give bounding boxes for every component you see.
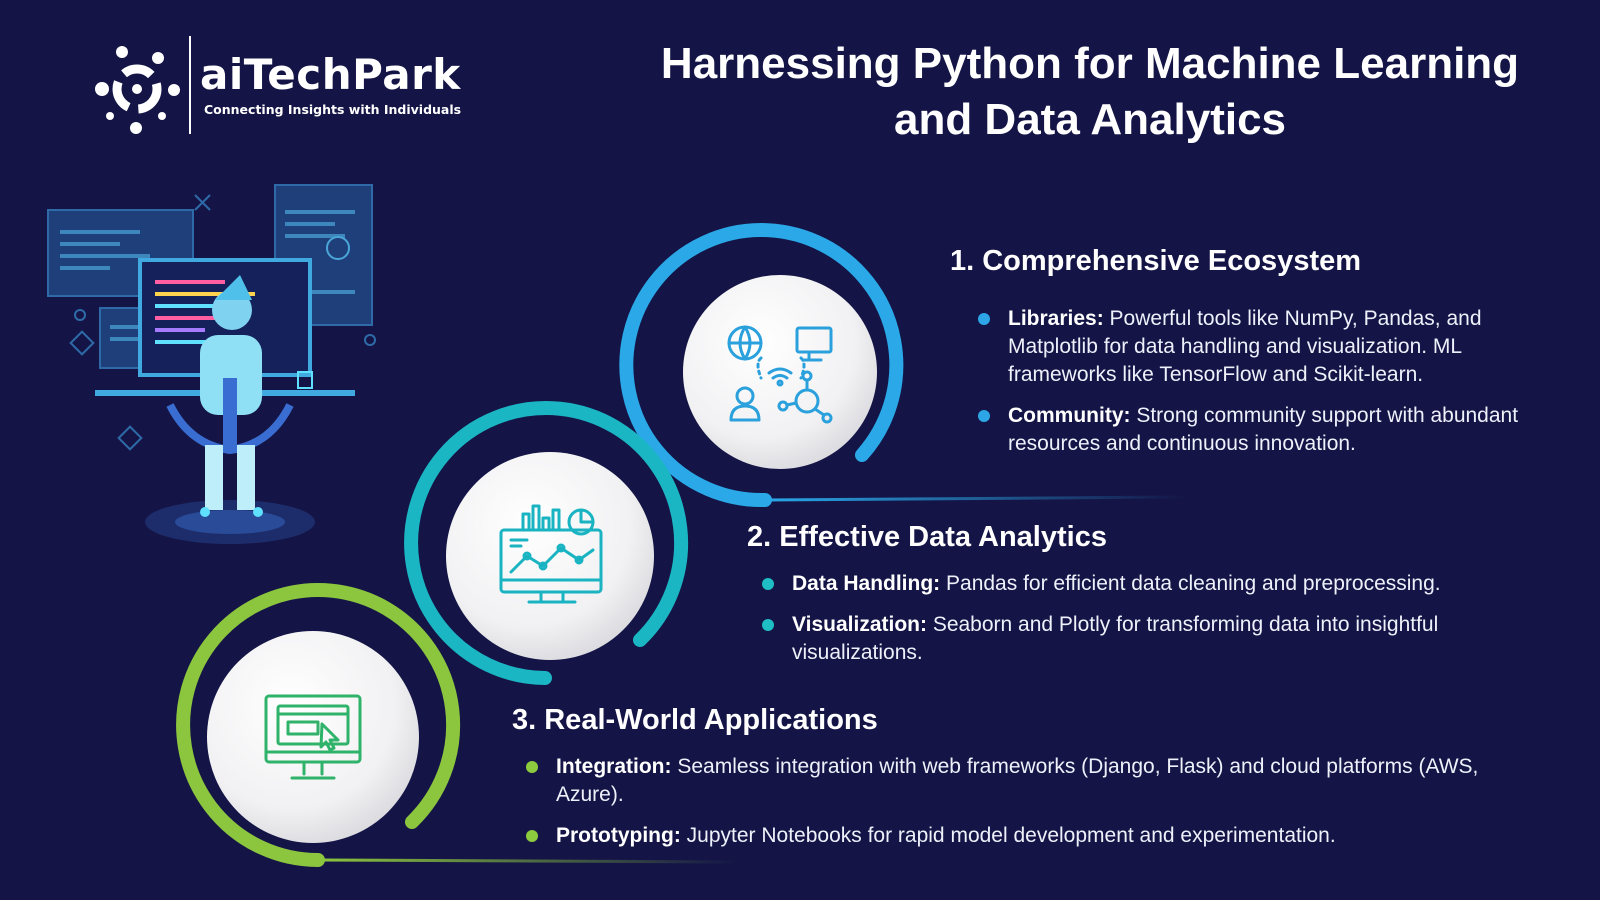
bullet-term: Visualization: <box>792 613 927 636</box>
list-item: Visualization: Seaborn and Plotly for tr… <box>762 611 1522 667</box>
list-item: Data Handling: Pandas for efficient data… <box>762 570 1522 598</box>
logo-divider <box>189 36 191 134</box>
section-2-heading: 2. Effective Data Analytics <box>747 521 1107 553</box>
bullet-term: Integration: <box>556 755 672 778</box>
bullet-text: Jupyter Notebooks for rapid model develo… <box>680 824 1336 847</box>
developer-at-desk-illustration <box>47 184 376 544</box>
list-item: Integration: Seamless integration with w… <box>526 753 1526 809</box>
aitechpark-logo-icon <box>95 46 180 134</box>
list-item: Community: Strong community support with… <box>978 402 1538 458</box>
bullet-dot <box>762 578 774 590</box>
bullet-term: Prototyping: <box>556 824 681 847</box>
bullet-term: Libraries: <box>1008 307 1104 330</box>
title-line-1: Harnessing Python for Machine Learning <box>660 39 1520 88</box>
bullet-term: Data Handling: <box>792 572 941 595</box>
bullet-text: Seamless integration with web frameworks… <box>556 755 1479 806</box>
bullet-text: Powerful tools like NumPy, Pandas, and M… <box>1008 307 1482 386</box>
section-1-bullets: Libraries: Powerful tools like NumPy, Pa… <box>978 305 1538 471</box>
section-2-bullets: Data Handling: Pandas for efficient data… <box>762 570 1522 680</box>
page-title: Harnessing Python for Machine Learning a… <box>610 36 1570 148</box>
brand-name: aiTechPark <box>200 50 461 99</box>
list-item: Prototyping: Jupyter Notebooks for rapid… <box>526 822 1526 850</box>
section-3-heading: 3. Real-World Applications <box>512 704 878 736</box>
network-devices-icon <box>727 325 833 424</box>
bullet-text: Strong community support with abundant r… <box>1008 404 1519 455</box>
bullet-dot <box>762 619 774 631</box>
section-3-bullets: Integration: Seamless integration with w… <box>526 753 1526 863</box>
title-line-2: and Data Analytics <box>893 95 1287 144</box>
list-item: Libraries: Powerful tools like NumPy, Pa… <box>978 305 1538 389</box>
web-browser-monitor-icon <box>264 694 362 780</box>
analytics-monitor-icon <box>499 504 603 604</box>
bullet-dot <box>526 761 538 773</box>
bullet-text: Pandas for efficient data cleaning and p… <box>940 572 1441 595</box>
bullet-text: Seaborn and Plotly for transforming data… <box>792 613 1439 664</box>
section-1-heading: 1. Comprehensive Ecosystem <box>950 245 1362 277</box>
bullet-dot <box>526 830 538 842</box>
brand-tagline: Connecting Insights with Individuals <box>204 102 462 117</box>
bullet-dot <box>978 410 990 422</box>
bullet-term: Community: <box>1008 404 1131 427</box>
bullet-dot <box>978 313 990 325</box>
